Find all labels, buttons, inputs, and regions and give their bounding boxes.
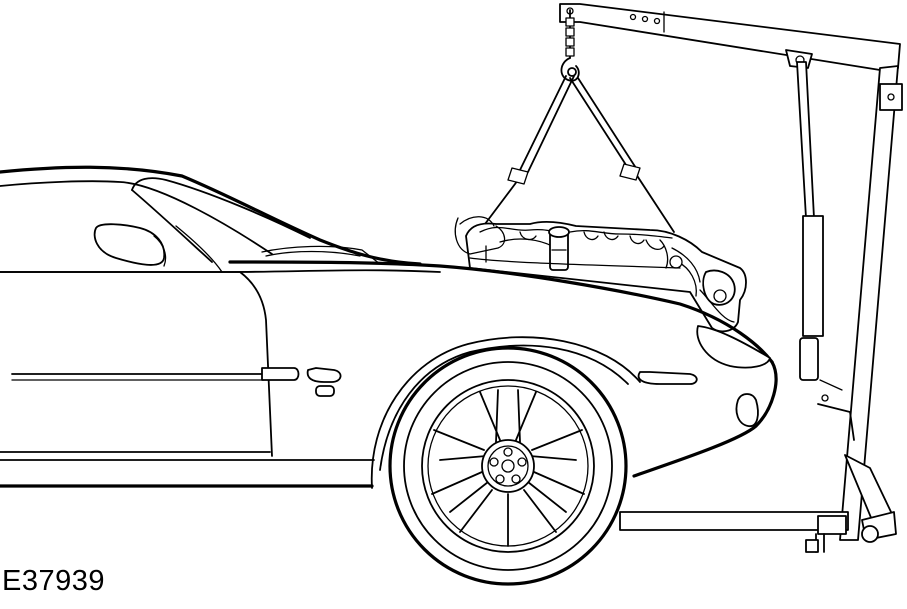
wheel-hub [481, 439, 535, 493]
crane-mast [839, 65, 903, 541]
wheel-spokes [431, 389, 585, 547]
figure-reference-code: E37939 [2, 565, 105, 597]
door-handle [306, 367, 342, 397]
fog-lamp [735, 393, 759, 427]
crane-boom [559, 3, 901, 71]
hydraulic-ram [796, 61, 855, 441]
hood-edge [228, 260, 774, 364]
engine-crane [475, 3, 903, 553]
engine-assembly [454, 216, 747, 333]
front-wheel [388, 346, 628, 586]
door-outline [0, 271, 273, 457]
crane-legs [619, 454, 897, 553]
hook-and-chain [560, 9, 580, 82]
side-mirror [93, 223, 167, 267]
lifting-chains [475, 75, 675, 237]
roof-outline [0, 165, 422, 266]
car-body [0, 165, 778, 489]
headlamp [696, 325, 771, 369]
